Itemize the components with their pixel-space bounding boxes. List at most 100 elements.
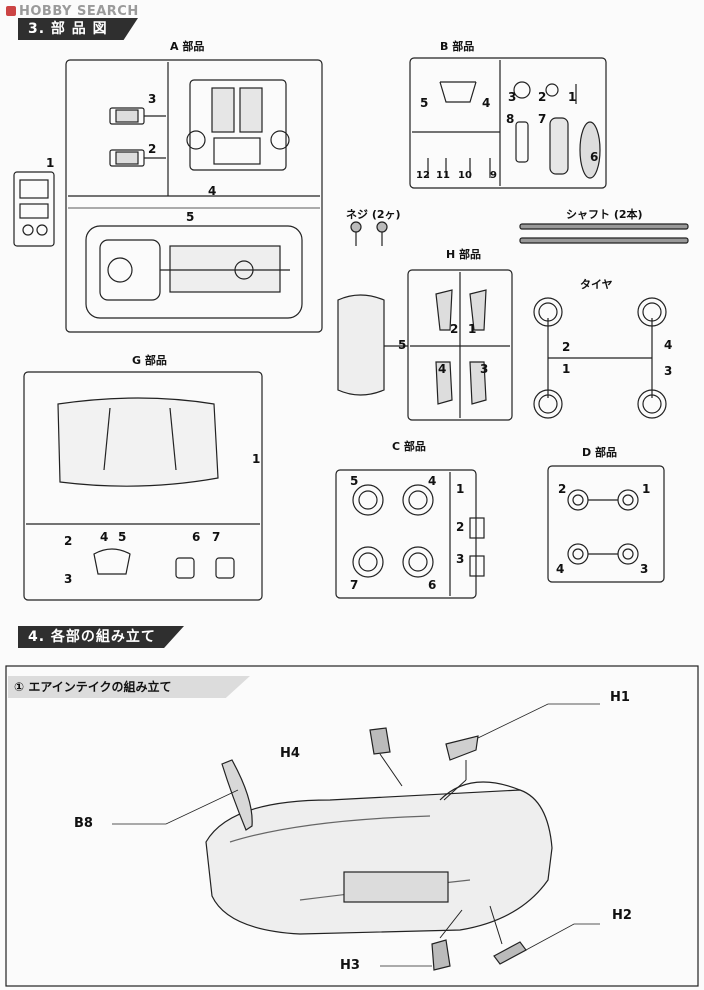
- h-sprue-frame: [407, 269, 513, 421]
- a-part-label: 4: [208, 184, 217, 198]
- h3-part: [431, 939, 451, 971]
- callout-h4: H4: [280, 746, 300, 761]
- b-part-12-11-10-9: [427, 158, 491, 178]
- c-part-label: 6: [428, 578, 437, 592]
- h2-part: [493, 941, 527, 965]
- g-part-label: 4: [100, 530, 109, 544]
- d-part-label: 2: [558, 482, 567, 496]
- d-parts: [567, 489, 639, 565]
- b-part-8-7: [515, 117, 569, 175]
- d-part-label: 3: [640, 562, 649, 576]
- g-part-label: 2: [64, 534, 73, 548]
- g-part-1: [57, 397, 219, 487]
- g-part-label: 3: [64, 572, 73, 586]
- tire-part-label: 3: [664, 364, 673, 378]
- screw-label: ネジ (2ヶ): [346, 208, 401, 221]
- b-part-label: 5: [420, 96, 429, 110]
- h-part-label: 3: [480, 362, 489, 376]
- g-part-6-7: [175, 557, 235, 579]
- watermark: HOBBY SEARCH: [6, 4, 139, 19]
- c-part-label: 5: [350, 474, 359, 488]
- h-part-4-3: [435, 361, 487, 405]
- h-label: H 部品: [446, 248, 482, 261]
- body-rear-part: [205, 781, 553, 935]
- tire-part-label: 4: [664, 338, 673, 352]
- tire-label: タイヤ: [580, 278, 613, 291]
- b-part-5-4: [439, 81, 477, 103]
- callout-h1: H1: [610, 690, 630, 705]
- b-part-label: 4: [482, 96, 491, 110]
- h-part-5: [337, 294, 408, 396]
- b-part-label: 7: [538, 112, 547, 126]
- b-part-label: 9: [490, 170, 497, 181]
- section4-title: 4. 各部の組み立て: [18, 626, 184, 648]
- c-label: C 部品: [392, 440, 426, 453]
- watermark-logo-icon: [6, 6, 16, 16]
- c-part-2-3: [469, 517, 485, 577]
- b-part-label: 6: [590, 150, 599, 164]
- callout-h3: H3: [340, 958, 360, 973]
- shaft-icon: [519, 223, 689, 244]
- h1-part: [445, 735, 479, 761]
- d-part-label: 4: [556, 562, 565, 576]
- b-sprue-frame: [409, 57, 607, 189]
- c-sprue-frame: [335, 469, 477, 599]
- callout-b8: B8: [74, 816, 93, 831]
- h4-part: [369, 727, 391, 755]
- g-part-label: 1: [252, 452, 261, 466]
- b-part-label: 3: [508, 90, 517, 104]
- section3-title: 3. 部 品 図: [18, 18, 138, 40]
- c-wheels: [352, 484, 434, 578]
- a-part-3: [109, 107, 166, 125]
- tire-part-label: 1: [562, 362, 571, 376]
- h-part-label: 4: [438, 362, 447, 376]
- b-part-label: 12: [416, 170, 430, 181]
- g-label: G 部品: [132, 354, 167, 367]
- screw-icon: [350, 221, 388, 246]
- a-label: A 部品: [170, 40, 205, 53]
- c-part-label: 4: [428, 474, 437, 488]
- g-part-4-5: [93, 548, 131, 575]
- b-part-label: 8: [506, 112, 515, 126]
- a-part-1: [13, 171, 55, 247]
- g-part-label: 6: [192, 530, 201, 544]
- a-part-2: [109, 149, 166, 167]
- b8-part: [221, 759, 253, 831]
- h-part-label: 5: [398, 338, 407, 352]
- h-part-label: 1: [468, 322, 477, 336]
- a-part-label: 1: [46, 156, 55, 170]
- b-part-6: [579, 121, 601, 179]
- tire-sprue: [533, 297, 667, 419]
- a-part-label: 2: [148, 142, 157, 156]
- h-part-2-1: [435, 289, 487, 331]
- c-part-label: 3: [456, 552, 465, 566]
- a-sprue-frame: [65, 59, 323, 333]
- c-part-label: 1: [456, 482, 465, 496]
- step1-title: ① エアインテイクの組み立て: [8, 676, 250, 698]
- d-part-label: 1: [642, 482, 651, 496]
- a-part-5: [85, 225, 303, 319]
- d-sprue-frame: [547, 465, 665, 583]
- leader-lines: [112, 703, 600, 967]
- assembly-frame: [5, 665, 699, 987]
- a-part-label: 5: [186, 210, 195, 224]
- g-part-label: 5: [118, 530, 127, 544]
- tire-part-label: 2: [562, 340, 571, 354]
- b-part-label: 11: [436, 170, 450, 181]
- h-part-label: 2: [450, 322, 459, 336]
- a-part-label: 3: [148, 92, 157, 106]
- d-label: D 部品: [582, 446, 617, 459]
- g-part-label: 7: [212, 530, 221, 544]
- b-part-label: 10: [458, 170, 472, 181]
- a-part-4: [186, 79, 290, 171]
- c-part-label: 7: [350, 578, 359, 592]
- b-label: B 部品: [440, 40, 475, 53]
- c-part-label: 2: [456, 520, 465, 534]
- b-part-label: 1: [568, 90, 577, 104]
- g-sprue-frame: [23, 371, 263, 601]
- shaft-label: シャフト (2本): [566, 208, 643, 221]
- b-part-label: 2: [538, 90, 547, 104]
- b-part-3-2-1: [513, 81, 577, 104]
- callout-h2: H2: [612, 908, 632, 923]
